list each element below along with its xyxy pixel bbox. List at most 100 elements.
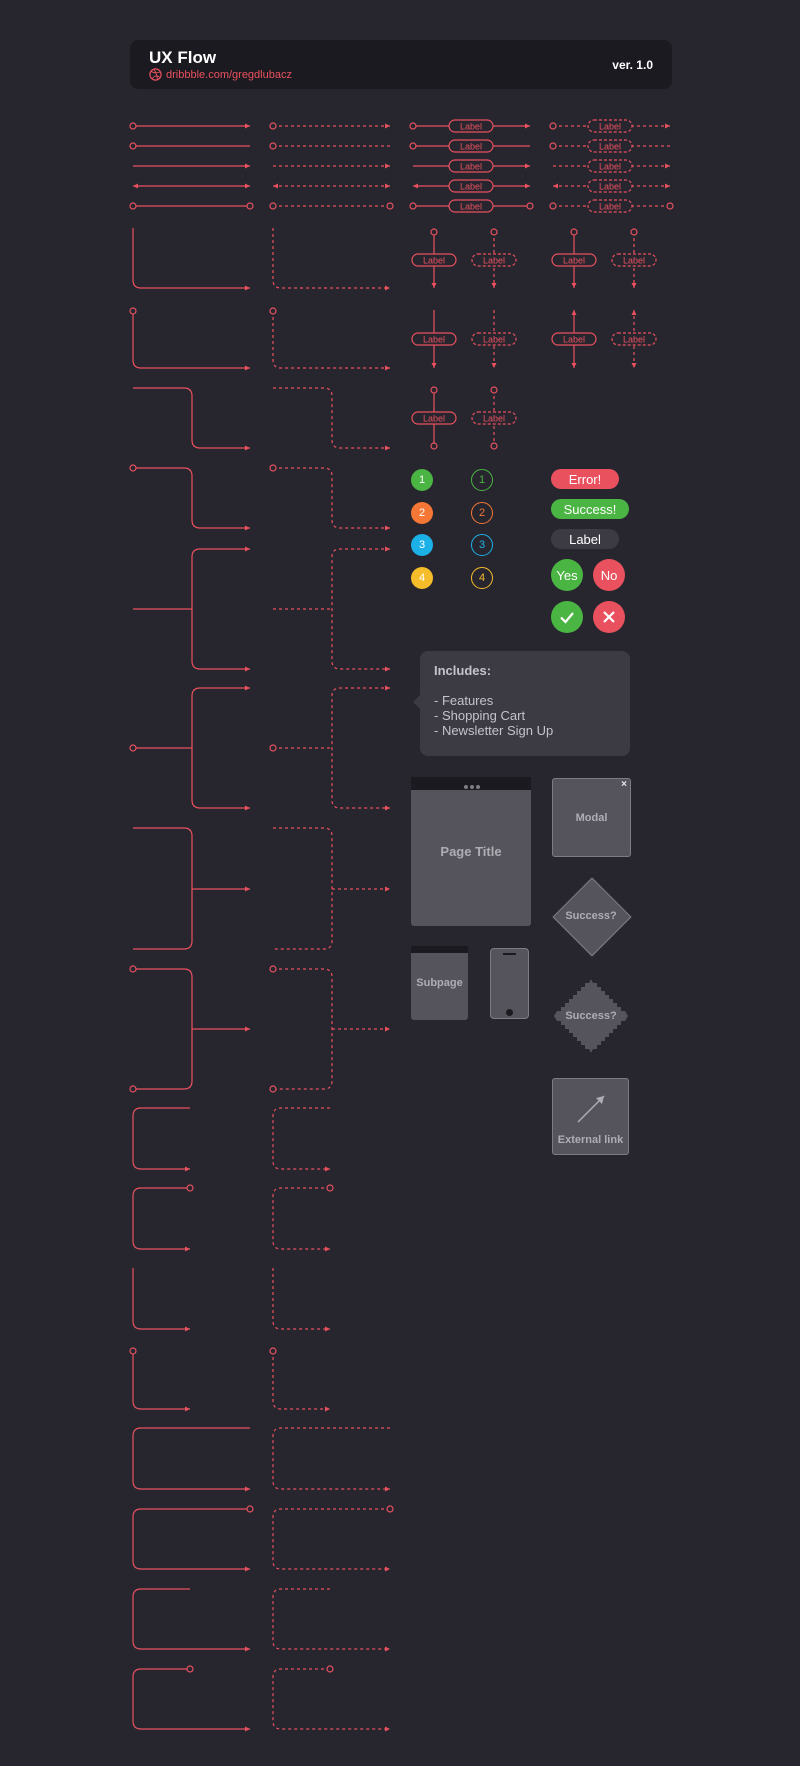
arrow-head — [385, 183, 390, 189]
subpage-node[interactable]: Subpage — [411, 946, 468, 1020]
connector-line — [191, 548, 250, 670]
no-button[interactable]: No — [593, 559, 625, 591]
connector-dot — [269, 1085, 277, 1093]
arrow-head — [385, 525, 390, 531]
connector-dot — [490, 228, 498, 236]
step-4-outline: 4 — [471, 567, 493, 589]
label-pill — [448, 139, 494, 153]
connector-dot — [630, 228, 638, 236]
close-icon[interactable] — [593, 601, 625, 633]
zigzag-diamond-shape — [554, 979, 628, 1053]
mobile-device-icon — [490, 948, 529, 1019]
label-pill — [448, 159, 494, 173]
external-link-label: External link — [557, 1134, 624, 1146]
connector-line — [132, 1268, 190, 1330]
connector-dot — [269, 307, 277, 315]
connector-dot — [570, 228, 578, 236]
page-node[interactable]: Page Title — [411, 777, 531, 926]
step-2-outline: 2 — [471, 502, 493, 524]
arrow-head — [553, 183, 558, 189]
tooltip-item: - Features — [434, 693, 494, 708]
connector-dot — [490, 442, 498, 450]
check-icon[interactable] — [551, 601, 583, 633]
arrow-head — [385, 1646, 390, 1652]
arrow-head — [631, 310, 637, 315]
label-pill — [448, 199, 494, 213]
label-pill — [448, 119, 494, 133]
arrow-head — [273, 183, 278, 189]
connector-line — [132, 1508, 250, 1570]
arrow-head — [385, 805, 390, 811]
label-pill-text: Label — [563, 335, 585, 345]
arrow-head — [385, 163, 390, 169]
label-pill — [587, 199, 633, 213]
step-3-filled: 3 — [411, 534, 433, 556]
arrow-head — [385, 365, 390, 371]
connector-line — [133, 387, 250, 449]
decision-node-alt[interactable]: Success? — [552, 977, 630, 1055]
connector-line — [133, 827, 193, 950]
connector-dot — [129, 1347, 137, 1355]
arrow-head — [245, 183, 250, 189]
arrow-head — [385, 1566, 390, 1572]
label-pill — [587, 159, 633, 173]
connector-dot — [129, 1085, 137, 1093]
label-pill-text: Label — [483, 256, 505, 266]
connector-dot — [326, 1184, 334, 1192]
arrow-head — [431, 363, 437, 368]
connector-dot — [549, 122, 557, 130]
arrow-head — [631, 363, 637, 368]
subpage-label: Subpage — [416, 977, 463, 989]
decision-label: Success? — [565, 910, 617, 922]
label-pill-text: Label — [460, 122, 482, 132]
connector-line — [331, 548, 390, 670]
arrow-head — [431, 283, 437, 288]
label-pill-text: Label — [623, 256, 645, 266]
modal-node[interactable]: × Modal — [552, 778, 631, 857]
connector-line — [273, 467, 390, 529]
decision-node[interactable]: Success? — [552, 877, 632, 957]
arrow-head — [571, 310, 577, 315]
dribbble-link[interactable]: dribbble.com/gregdlubacz — [166, 69, 292, 81]
arrow-head — [185, 1326, 190, 1332]
label-pill — [551, 332, 597, 346]
arrow-head — [491, 363, 497, 368]
label-pill-text: Label — [460, 202, 482, 212]
connector-dot — [430, 442, 438, 450]
label-pill — [411, 253, 457, 267]
page-title-label: Page Title — [440, 844, 502, 859]
arrow-head — [665, 183, 670, 189]
label-pill — [587, 119, 633, 133]
modal-close-icon[interactable]: × — [621, 779, 627, 790]
arrow-head — [413, 183, 418, 189]
decision-alt-label: Success? — [565, 1010, 617, 1022]
connector-dot — [129, 122, 137, 130]
connector-dot — [269, 744, 277, 752]
arrow-head — [245, 163, 250, 169]
step-2-filled: 2 — [411, 502, 433, 524]
arrow-head — [245, 546, 250, 552]
label-pill-text: Label — [423, 335, 445, 345]
label-pill-text: Label — [483, 335, 505, 345]
arrow-head — [245, 365, 250, 371]
connector-line — [132, 228, 250, 289]
label-pill — [448, 179, 494, 193]
label-pill-text: Label — [563, 256, 585, 266]
external-link-node[interactable]: External link — [552, 1078, 629, 1155]
yes-button[interactable]: Yes — [551, 559, 583, 591]
arrow-head — [571, 363, 577, 368]
version-label: ver. 1.0 — [612, 58, 653, 72]
arrow-head — [245, 123, 250, 129]
connector-dot — [409, 122, 417, 130]
label-pill — [611, 253, 657, 267]
arrow-head — [385, 1486, 390, 1492]
arrow-head — [525, 123, 530, 129]
arrow-head — [185, 1406, 190, 1412]
arrow-head — [385, 1026, 390, 1032]
connector-dot — [129, 965, 137, 973]
connector-dot — [186, 1665, 194, 1673]
arrow-head — [385, 546, 390, 552]
arrow-head — [385, 685, 390, 691]
connector-line — [272, 1107, 330, 1170]
connector-dot — [269, 965, 277, 973]
